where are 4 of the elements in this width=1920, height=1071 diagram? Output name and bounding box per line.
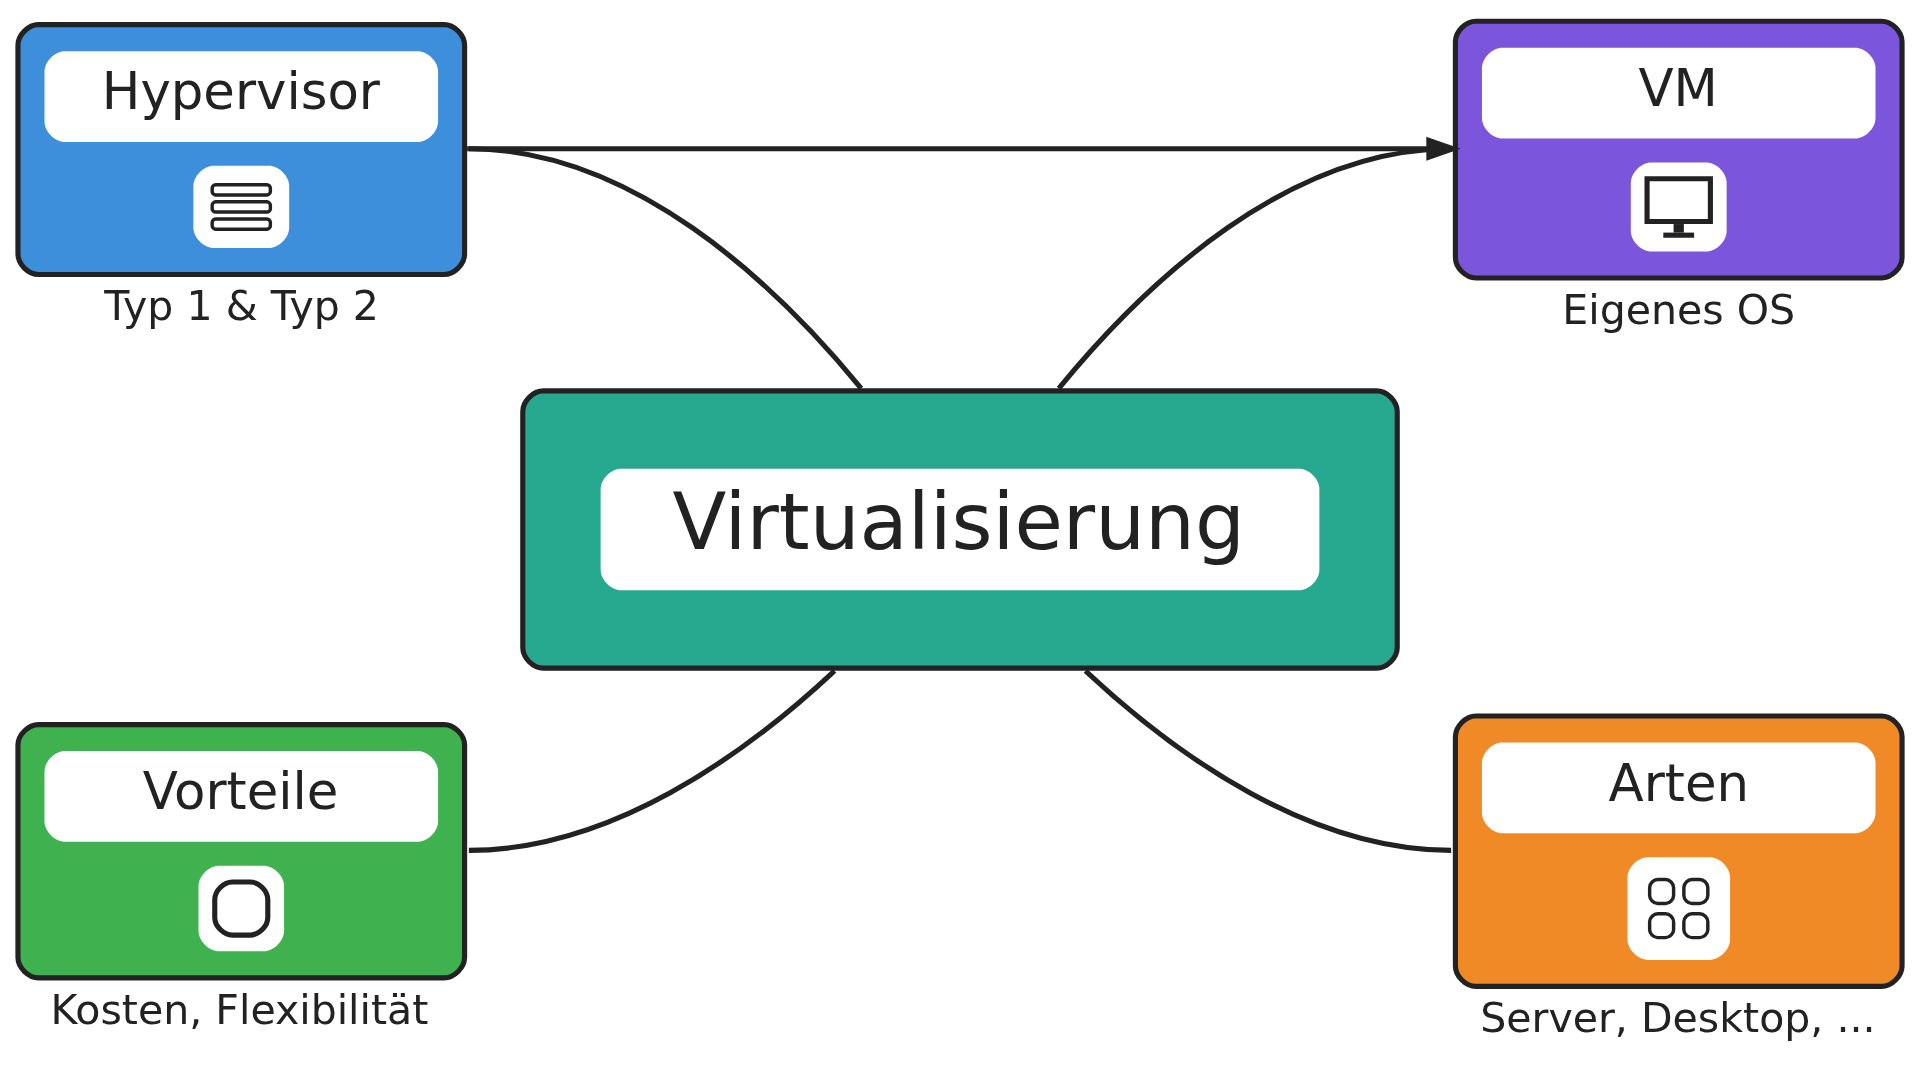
node-label: Eigenes OS <box>1562 285 1796 334</box>
node-label: Typ 1 & Typ 2 <box>104 282 379 331</box>
node-label: Kosten, Flexibilität <box>50 985 429 1034</box>
node-label: Server, Desktop, ... <box>1480 994 1876 1043</box>
